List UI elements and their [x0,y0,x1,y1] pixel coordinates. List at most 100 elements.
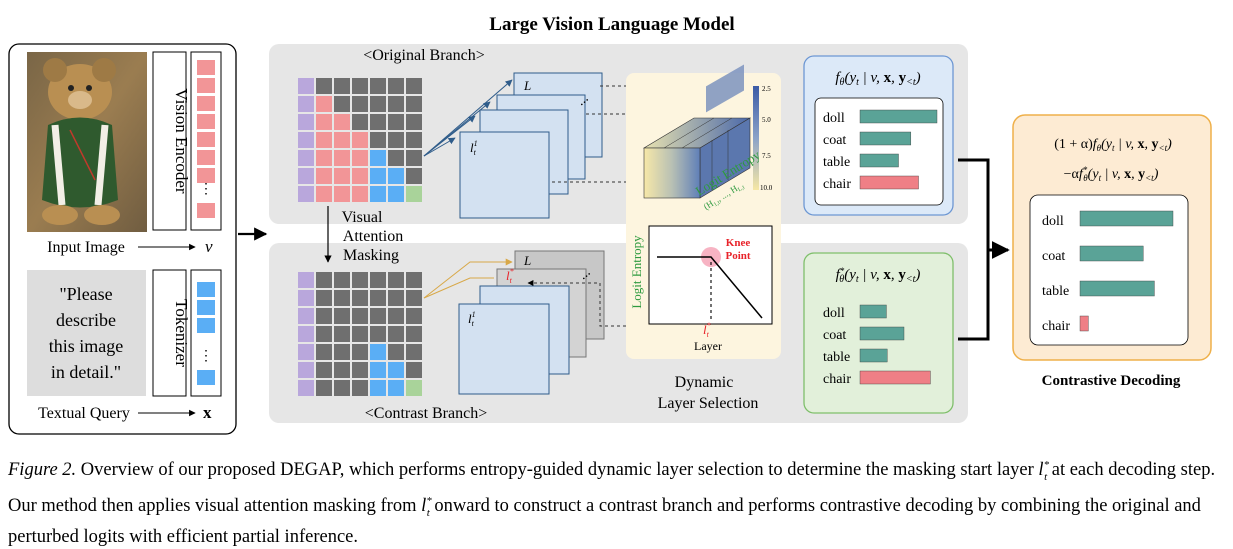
bar [859,109,938,124]
vision-encoder-box [152,51,187,231]
caption-text: Overview of our proposed DEGAP, which pe… [76,460,1039,481]
attention-cell [298,308,314,324]
attention-cell [316,132,332,148]
bar-label: doll [823,111,845,126]
text-token [197,318,215,333]
attention-cell [334,168,350,184]
bar-label: coat [823,133,846,148]
attention-cell [334,150,350,166]
colorbar-tick: 7.5 [762,152,771,160]
query-symbol: x [203,403,212,422]
attention-cell [298,96,314,112]
attention-cell [298,168,314,184]
attention-cell [406,78,422,94]
attention-cell [406,380,422,396]
attention-cell [370,132,386,148]
attention-cell [370,308,386,324]
attention-cell [352,272,368,288]
attention-cell [406,150,422,166]
masking-label: Visual Attention Masking [342,209,404,264]
attention-cell [316,326,332,342]
tokenizer-label: Tokenizer [172,299,191,367]
attention-cell [388,150,404,166]
attention-cell [298,186,314,202]
masked-attention-grid [298,272,422,396]
attention-cell [352,326,368,342]
attention-cell [298,362,314,378]
contrast-branch-label: <Contrast Branch> [365,405,487,422]
attention-cell [352,362,368,378]
attention-cell [334,380,350,396]
attention-cell [370,186,386,202]
attention-cell [316,362,332,378]
attention-cell [352,380,368,396]
attention-cell [406,308,422,324]
original-branch-label: <Original Branch> [363,47,485,64]
attention-cell [388,272,404,288]
dynamic-selection-label: Dynamic Layer Selection [658,374,759,412]
entropy-curve [657,256,763,319]
attention-cell [334,290,350,306]
attention-cell [334,272,350,288]
visual-tokens: ⋮ [197,60,215,218]
attention-cell [334,308,350,324]
attention-cell [406,272,422,288]
figure-label: Figure 2. [8,460,77,481]
attention-cell [352,168,368,184]
contrast-logits-formula: f*θ(yt | v, x, y<t) [836,266,921,285]
layer-top-label: L [523,78,531,93]
attention-cell [298,290,314,306]
attention-cell [406,132,422,148]
text-token [197,282,215,297]
text-tokens: ⋮ [197,282,215,385]
contrastive-formula-line2: −αf*θ(yt | v, x, y<t) [1064,165,1159,183]
masking-label-line: Masking [343,247,399,264]
bar-label: coat [1042,249,1065,264]
attention-cell [334,186,350,202]
attention-cell [388,326,404,342]
plot-xlabel: Layer [694,339,722,353]
caption-text: at each decoding step. Our method then a… [8,460,1216,516]
attention-cell [406,96,422,112]
ellipsis: ⋮ [199,349,213,364]
attention-cell [352,290,368,306]
attention-cell [316,114,332,130]
contrastive-formula-line1: (1 + α)fθ(yt | v, x, y<t) [1054,137,1172,153]
colorbar-tick: 10.0 [760,184,773,192]
attention-cell [298,114,314,130]
bar-label: table [1042,284,1069,299]
attention-cell [298,344,314,360]
attention-cell [406,168,422,184]
attention-cell [298,78,314,94]
attention-cell [370,290,386,306]
attention-cell [388,380,404,396]
contrast-branch-panel [269,243,968,423]
attention-cell [334,362,350,378]
attention-cell [406,326,422,342]
plot-ylabel: Logit Entropy [629,235,644,309]
attention-cell [298,272,314,288]
original-branch-panel [269,44,968,224]
attention-cell [370,114,386,130]
bar [859,348,888,363]
knee-layer-label: l*t [703,321,711,339]
query-text-line: describe [56,310,116,330]
attention-cell [316,168,332,184]
attention-cell [352,344,368,360]
bar-label: coat [823,328,846,343]
attention-cell [370,344,386,360]
bar [1079,210,1174,227]
attention-cell [388,78,404,94]
visual-token [197,114,215,129]
text-token [197,370,215,385]
bar [859,326,905,341]
attention-cell [370,380,386,396]
attention-cell [352,96,368,112]
entropy-cube [642,64,752,199]
attention-cell [388,114,404,130]
attention-cell [316,150,332,166]
